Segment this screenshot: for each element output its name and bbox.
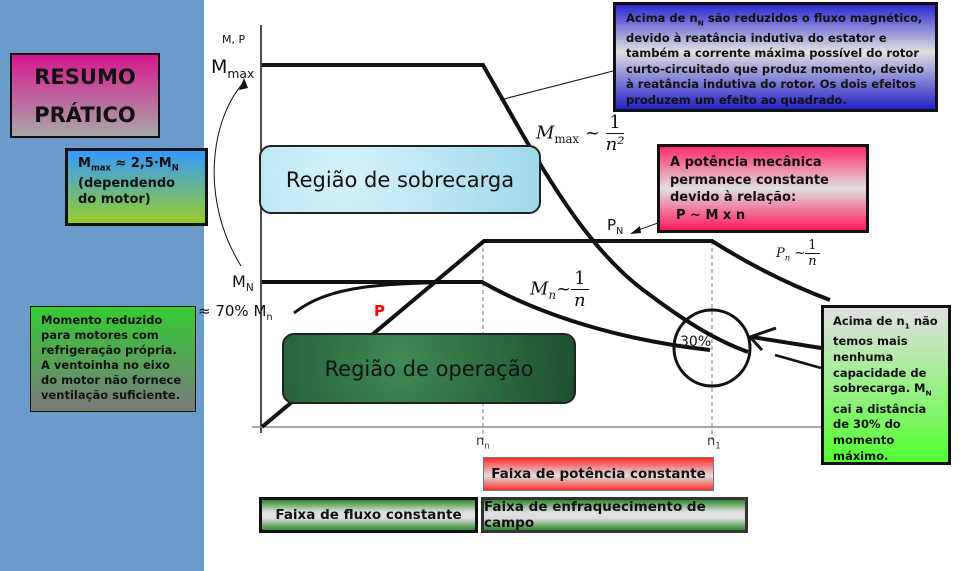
- x-nn-text: n: [476, 434, 485, 449]
- percent-label: 30%: [680, 334, 712, 350]
- power-note-box: A potência mecânica permanece constante …: [657, 144, 869, 233]
- mmax-axis-m: M: [211, 56, 228, 78]
- pn-label: PN: [607, 216, 623, 237]
- constant-flux-band: Faixa de fluxo constante: [259, 497, 478, 533]
- mmax-f-tilde: ~: [584, 122, 600, 144]
- pn-f-p: P: [776, 246, 785, 261]
- mmax-arrow: [213, 81, 245, 267]
- mmax-note-line3: do motor): [78, 191, 151, 207]
- mmax-f-sub: max: [554, 132, 580, 147]
- power-note-text: A potência mecânica permanece constante …: [670, 155, 829, 205]
- flux-note-sub: N: [697, 18, 704, 28]
- mn-sub: N: [171, 162, 179, 173]
- mmax-f-den: n²: [605, 134, 625, 155]
- mn-f-tilde: ~: [555, 278, 572, 300]
- reduced-axis-sub: n: [266, 312, 273, 323]
- p-curve: [260, 239, 831, 429]
- x-label-n1: n1: [707, 434, 721, 451]
- reduced-torque-note: Momento reduzido para motores com refrig…: [30, 306, 196, 412]
- highlight-circle: [672, 308, 752, 388]
- flux-note-pre: Acima de n: [626, 11, 698, 25]
- n1-note-mid: não temos mais nenhuma capacidade de sob…: [833, 314, 938, 396]
- mmax-relation: ≈ 2,5·M: [110, 156, 172, 171]
- pn-text: P: [607, 216, 617, 234]
- mmax-note-line2: (dependendo: [78, 175, 176, 191]
- reduced-axis-label: ≈ 70% Mn: [198, 302, 273, 323]
- power-note-formula: P ~ M x n: [676, 207, 746, 223]
- n1-note-pre: Acima de n: [833, 314, 905, 328]
- mn-axis-sub: N: [245, 282, 254, 295]
- y-axis-label: M, P: [222, 33, 246, 46]
- reduced-curve: [293, 280, 481, 315]
- p-label: P: [374, 302, 385, 320]
- pn-sub: N: [616, 226, 624, 237]
- title-line2: PRÁTICO: [34, 103, 136, 127]
- x-label-nn: nn: [476, 434, 490, 451]
- mmax-symbol: M: [78, 156, 91, 171]
- field-weakening-band: Faixa de enfraquecimento de campo: [481, 497, 748, 533]
- mn-axis-m: M: [232, 272, 246, 291]
- title-line1: RESUMO: [34, 65, 136, 89]
- pn-f-tilde: ~: [794, 246, 806, 261]
- operation-region: Região de operação: [282, 333, 576, 404]
- mn-f-num: 1: [571, 268, 589, 290]
- mmax-axis-label: Mmax: [211, 56, 254, 81]
- mn-f-m: M: [530, 278, 549, 300]
- mmax-axis-sub: max: [227, 66, 255, 81]
- x-n1-sub: 1: [715, 440, 721, 451]
- n1-note-sub2: N: [925, 388, 932, 398]
- mmax-f-m: M: [536, 122, 555, 144]
- mn-f-den: n: [573, 290, 586, 311]
- pn-f-den: n: [808, 254, 817, 269]
- mn-axis-label: MN: [232, 272, 254, 294]
- n1-note-sub: 1: [904, 321, 910, 331]
- pn-f-sub: n: [784, 252, 791, 263]
- n1-note-post: cai a distância de 30% do momento máximo…: [833, 401, 927, 463]
- mn-f-sub: n: [548, 288, 556, 303]
- x-nn-sub: n: [484, 440, 490, 451]
- mmax-sub: max: [90, 162, 111, 173]
- reduced-axis-text: ≈ 70% M: [198, 302, 267, 320]
- overload-region: Região de sobrecarga: [259, 145, 541, 214]
- flux-note-text: são reduzidos o fluxo magnético, devido …: [626, 11, 924, 107]
- pn-f-num: 1: [805, 238, 820, 254]
- constant-power-band: Faixa de potência constante: [483, 457, 714, 491]
- title-box: RESUMO PRÁTICO: [10, 53, 160, 138]
- mmax-f-num: 1: [606, 112, 624, 134]
- n1-note-box: Acima de n1 não temos mais nenhuma capac…: [821, 305, 951, 465]
- flux-note-box: Acima de nN são reduzidos o fluxo magnét…: [613, 2, 938, 112]
- x-n1-text: n: [707, 434, 716, 449]
